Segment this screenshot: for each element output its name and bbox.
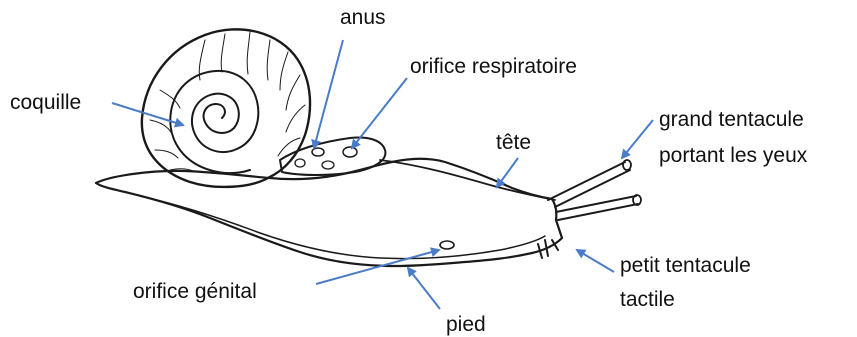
mantle-collar [280, 138, 385, 176]
label-petit-tentacule-line1: petit tentacule [620, 254, 751, 277]
label-orifice-respiratoire: orifice respiratoire [410, 55, 577, 78]
genital-pore [440, 241, 454, 249]
snail-sole-line [140, 196, 545, 259]
shell-whorl-2 [170, 71, 258, 173]
label-petit-tentacule-line2: tactile [620, 288, 675, 311]
arrow-pied [408, 268, 440, 309]
shell-whorl-3 [192, 94, 255, 152]
mantle-spot [295, 159, 305, 167]
label-arrows [112, 40, 653, 309]
label-orifice-genital: orifice génital [133, 280, 257, 303]
eye-upper [623, 160, 631, 170]
mantle-spot [322, 161, 334, 169]
label-pied: pied [446, 313, 486, 336]
labels: anus orifice respiratoire coquille tête … [10, 6, 808, 336]
label-anus: anus [340, 6, 386, 29]
arrow-petit-tentacule [577, 250, 614, 272]
arrow-orifice-genital [316, 250, 439, 284]
label-coquille: coquille [10, 91, 81, 114]
arrow-orifice-respiratoire [352, 78, 407, 148]
shell-whorl-4 [204, 104, 234, 133]
arrow-grand-tentacule [622, 120, 653, 158]
shell-outer [142, 29, 310, 187]
arrow-tete [497, 158, 518, 187]
arrow-anus [314, 40, 343, 148]
snail-shell [142, 29, 310, 187]
label-grand-tentacule-line1: grand tentacule [659, 108, 804, 131]
label-tete: tête [496, 131, 531, 154]
snail-head-contour [380, 160, 555, 200]
anus-opening [312, 148, 324, 156]
respiratory-opening [343, 147, 357, 157]
label-grand-tentacule-line2: portant les yeux [659, 144, 808, 167]
